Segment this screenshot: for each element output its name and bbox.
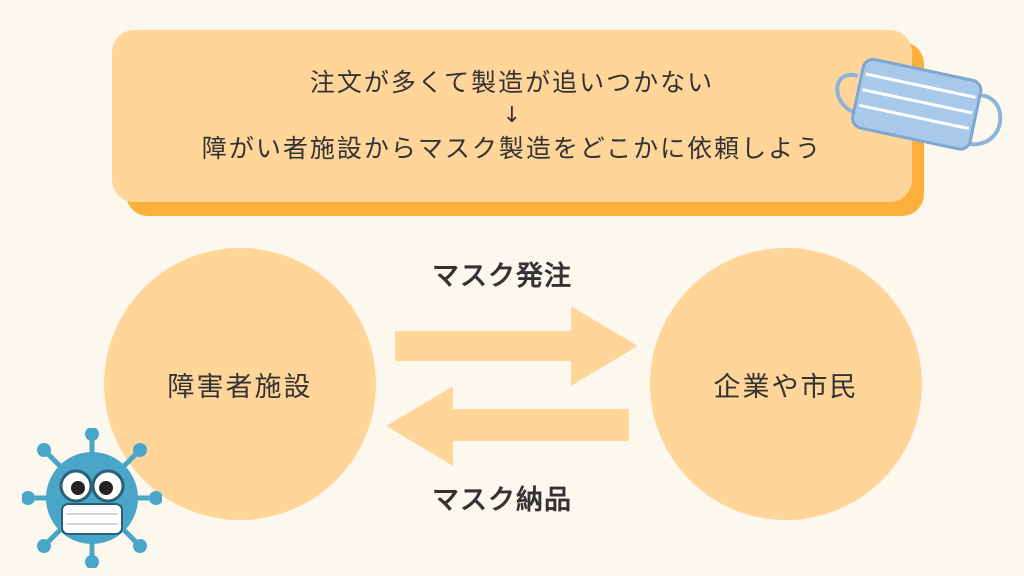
problem-banner: 注文が多くて製造が追いつかない ↓ 障がい者施設からマスク製造をどこかに依頼しよ… [112, 30, 912, 202]
edge-label-order: マスク発注 [432, 261, 572, 292]
face-mask-icon [835, 57, 1003, 151]
node-disability-facility: 障害者施設 [104, 248, 376, 520]
virus-mascot-icon [22, 428, 162, 568]
arrow-order-right [395, 307, 637, 385]
node-label: 障害者施設 [167, 371, 313, 403]
banner-line-problem: 注文が多くて製造が追いつかない [309, 68, 715, 97]
edge-label-delivery: マスク納品 [432, 485, 572, 516]
arrow-delivery-left [387, 387, 629, 465]
node-companies-citizens: 企業や市民 [650, 248, 922, 520]
node-label: 企業や市民 [713, 371, 859, 403]
down-arrow-icon: ↓ [502, 103, 522, 128]
banner-line-solution: 障がい者施設からマスク製造をどこかに依頼しよう [201, 134, 823, 163]
